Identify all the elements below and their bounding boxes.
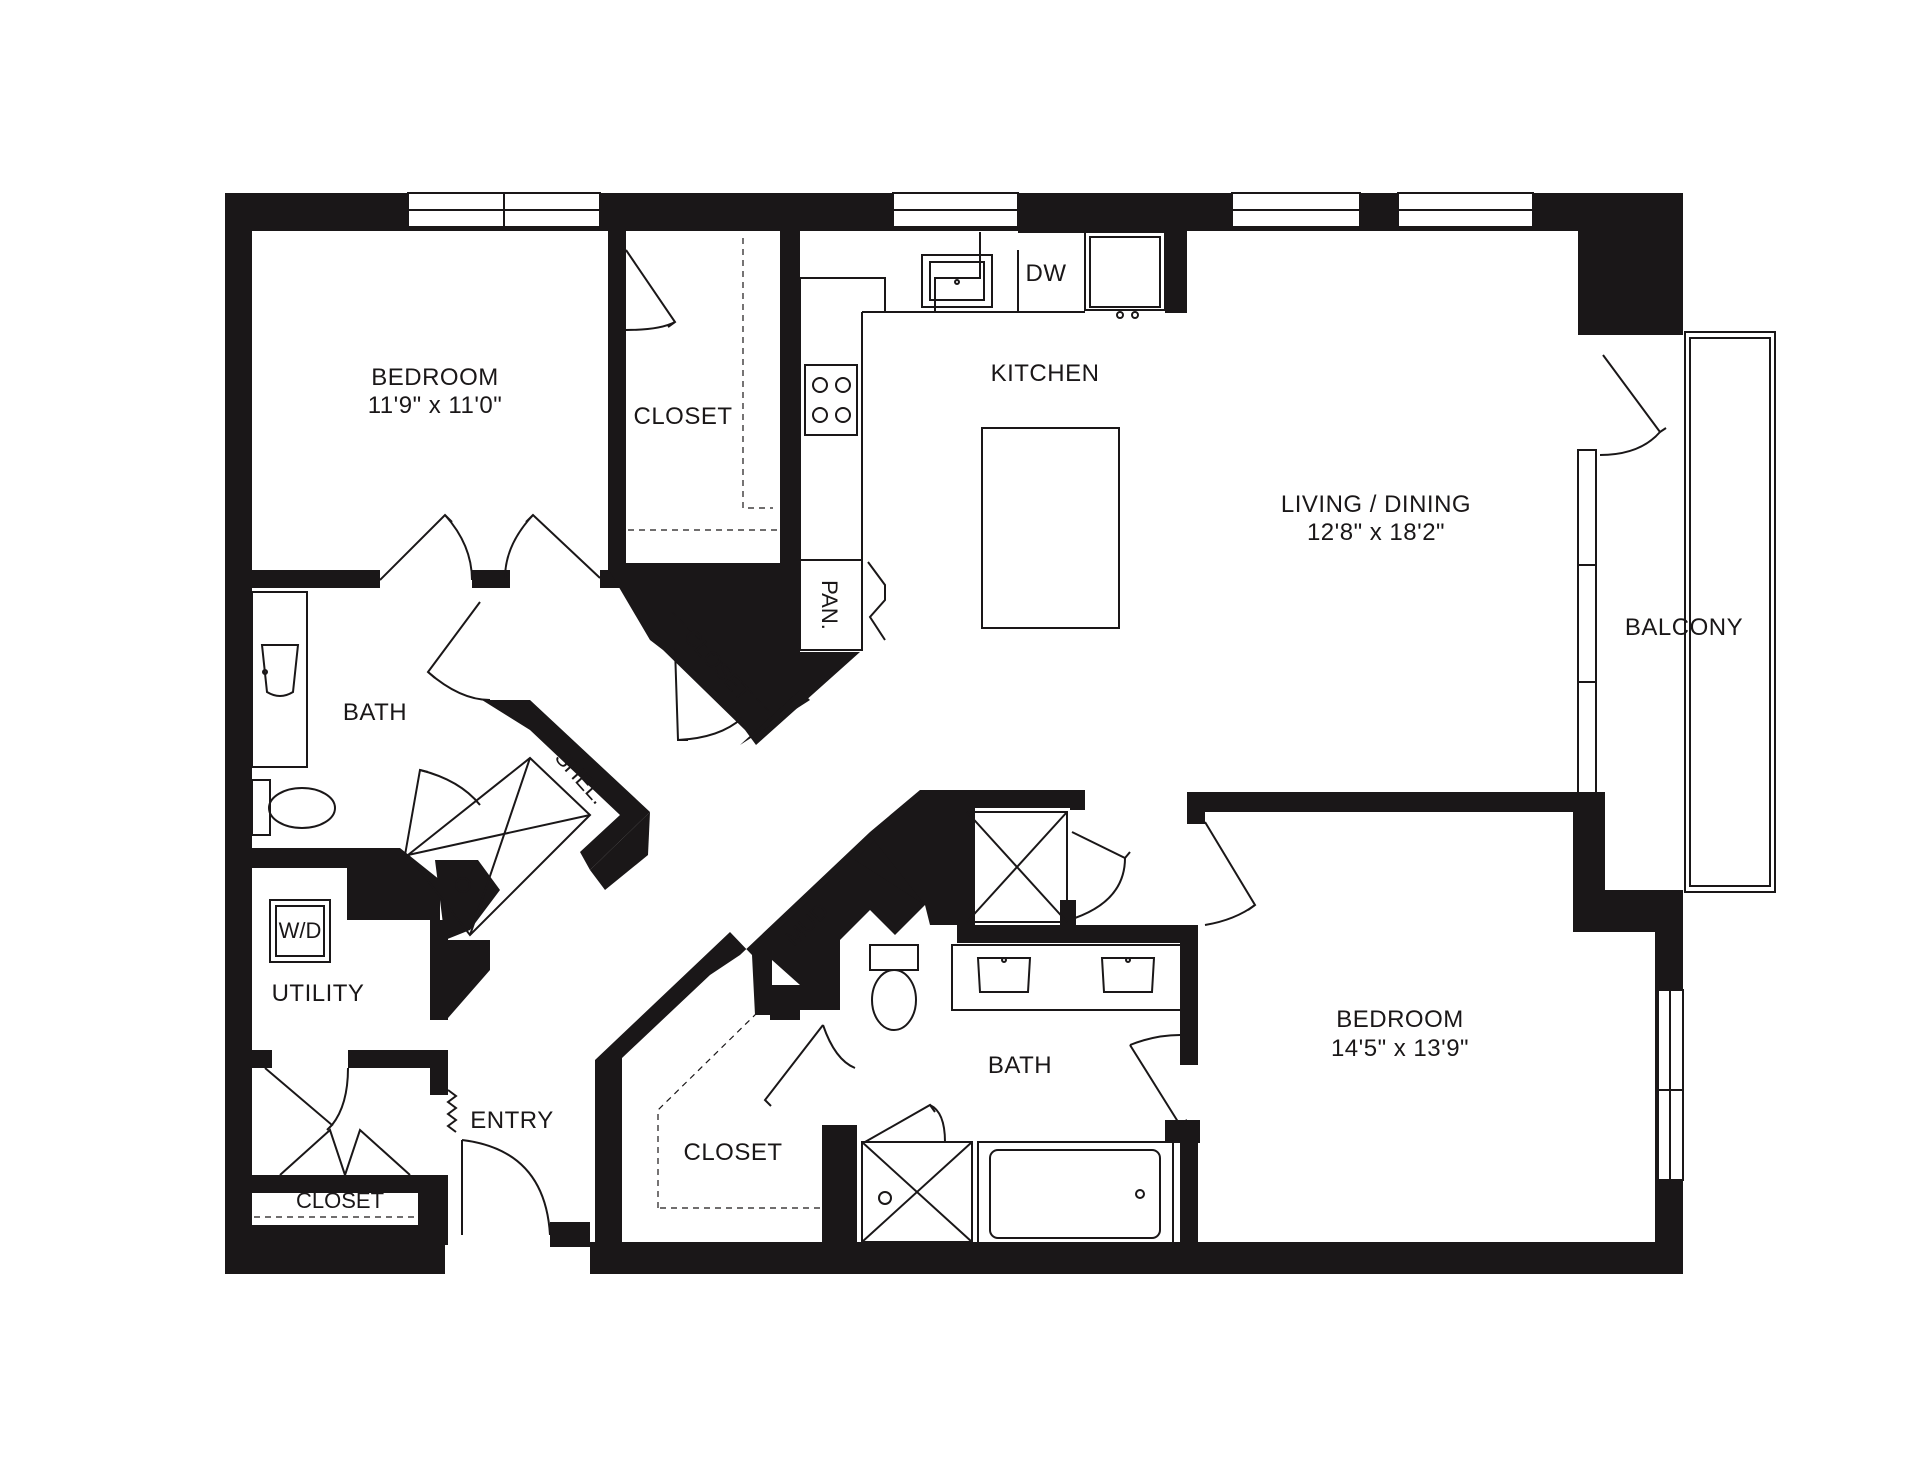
- windows: [407, 192, 1684, 1181]
- bedroom1-size: 11'9" x 11'0": [368, 392, 503, 419]
- fixtures: [251, 231, 1183, 1245]
- utility-label: UTILITY: [272, 980, 365, 1007]
- bath2-label: BATH: [988, 1052, 1052, 1079]
- closet-entry-label: CLOSET: [296, 1188, 384, 1213]
- bedroom1-name: BEDROOM: [371, 364, 499, 391]
- closet-shelves: [254, 238, 820, 1218]
- bedroom2-name: BEDROOM: [1336, 1006, 1464, 1033]
- washer-dryer-label: W/D: [279, 918, 322, 943]
- bedroom2-size: 14'5" x 13'9": [1331, 1035, 1469, 1062]
- room-labels: BEDROOM 11'9" x 11'0" CLOSET KITCHEN DW …: [272, 260, 1743, 1213]
- living-name: LIVING / DINING: [1281, 491, 1471, 518]
- closet-bath2-label: CLOSET: [683, 1139, 782, 1166]
- balcony-label: BALCONY: [1625, 614, 1743, 641]
- exterior-walls: [225, 193, 1683, 1274]
- closet1-label: CLOSET: [633, 403, 732, 430]
- entry-label: ENTRY: [470, 1107, 553, 1134]
- bath1-label: BATH: [343, 699, 407, 726]
- doors: [264, 249, 1667, 1236]
- dishwasher-label: DW: [1026, 260, 1067, 287]
- living-size: 12'8" x 18'2": [1307, 519, 1445, 546]
- kitchen-label: KITCHEN: [991, 360, 1100, 387]
- balcony: [1684, 331, 1776, 893]
- interior-walls: [252, 193, 1605, 1247]
- pantry-label: PAN.: [817, 580, 842, 630]
